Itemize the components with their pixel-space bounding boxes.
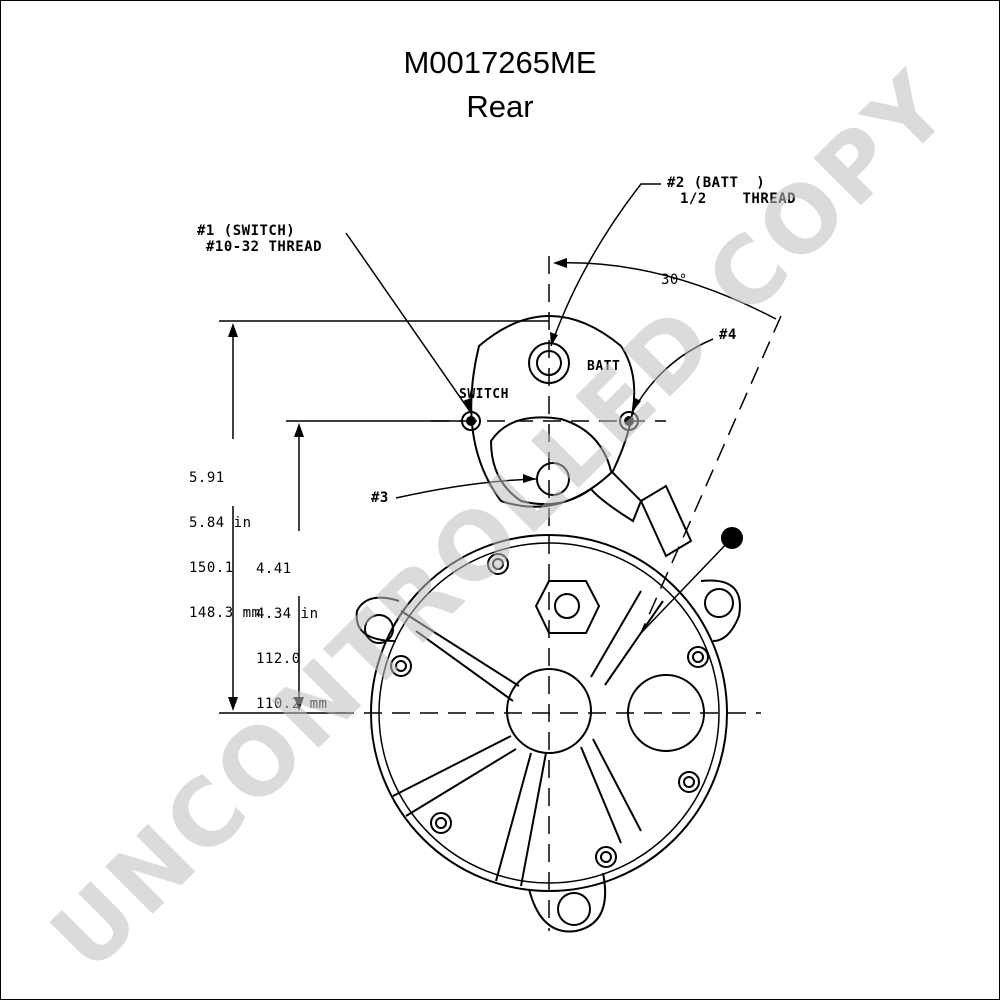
left-ear-hole [364, 614, 394, 644]
right-ear-hole [704, 588, 734, 618]
solenoid-head [470, 315, 636, 508]
rib-lower-center [495, 752, 547, 887]
overall-dim-text: 5.91 5.84 in 150.1 148.3 mm [189, 470, 261, 621]
bottom-ear-hole [557, 892, 591, 926]
battery-callout-thread: 1/2 THREAD [680, 191, 797, 207]
terminal-3-leader [395, 478, 537, 499]
terminal-strap [489, 416, 643, 523]
center-nut [534, 580, 601, 634]
center-boss [506, 668, 592, 754]
rib-lower-left [392, 735, 517, 817]
battery-leader [550, 183, 661, 347]
switch-leader [345, 232, 472, 414]
terminal-4-leader [632, 338, 714, 412]
view-title: Rear [466, 89, 534, 124]
model-number-title: M0017265ME [403, 45, 597, 80]
bottom-ear [528, 872, 607, 933]
rib-upper-left [400, 610, 520, 702]
battery-callout-id: #2 (BATT ) [667, 175, 766, 191]
terminal-3 [536, 462, 570, 496]
terminal-4-callout: #4 [719, 327, 737, 343]
terminal-3-callout: #3 [371, 490, 389, 506]
rib-lower-right [580, 738, 642, 844]
switch-callout-id: #1 (SWITCH) [197, 223, 296, 239]
ground-leader [640, 537, 733, 634]
switch-part-label: SWITCH [459, 387, 509, 402]
angle-centerline [640, 315, 782, 634]
right-boss [627, 674, 705, 752]
rib-upper-right [590, 590, 664, 686]
center-dim-text: 4.41 4.34 in 112.0 110.2 mm [256, 561, 328, 712]
motor-stud [639, 484, 693, 558]
bolt-holes [390, 553, 709, 868]
right-ear [700, 579, 741, 642]
switch-callout-thread: #10-32 THREAD [206, 239, 323, 255]
left-ear [355, 596, 400, 642]
angle-callout: 30° [661, 272, 688, 288]
batt-part-label: BATT [587, 359, 621, 374]
